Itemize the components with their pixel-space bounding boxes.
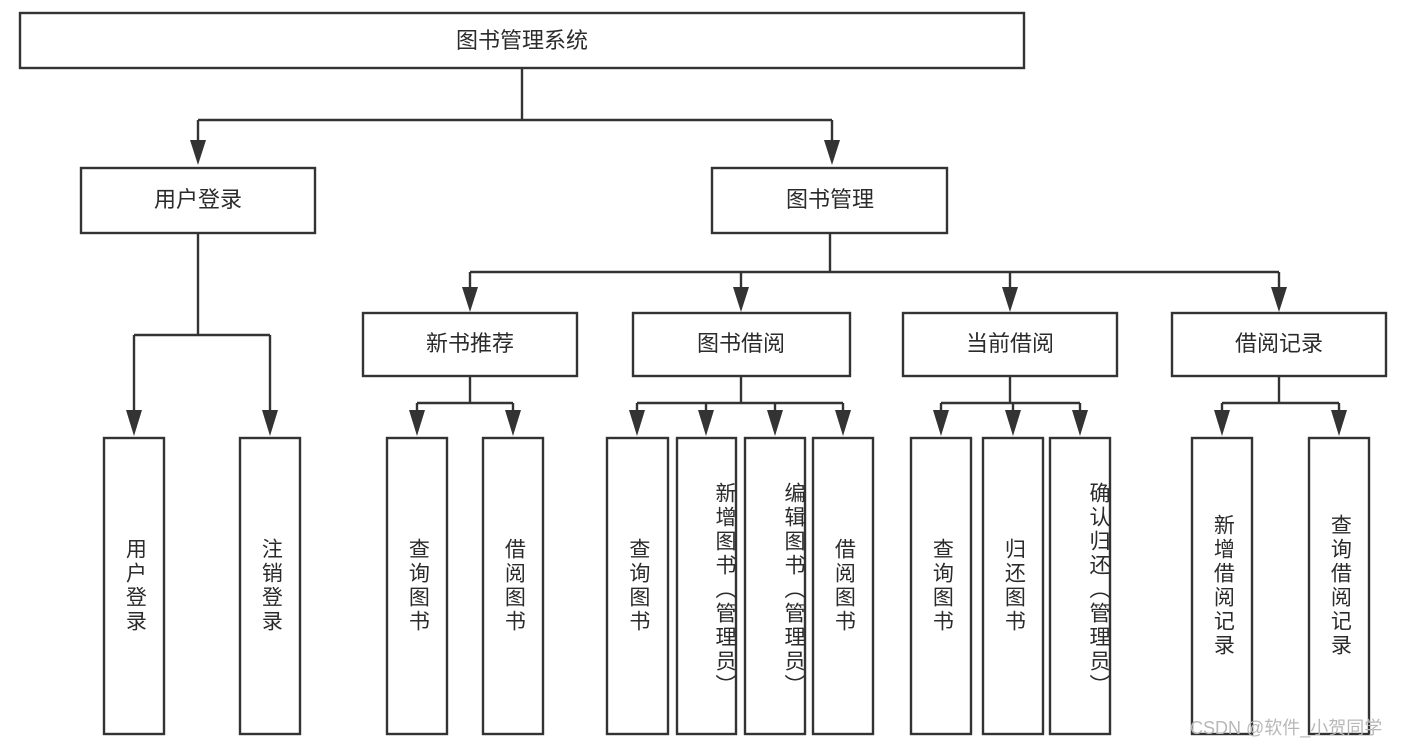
arrow-head-icon: [126, 410, 142, 436]
node-book-management-label: 图书管理: [786, 187, 874, 212]
connector-root-to-level2: [190, 68, 840, 165]
leaf-box-query-book-newbook[interactable]: [385, 436, 449, 736]
arrow-head-icon: [505, 410, 521, 436]
arrow-head-icon: [733, 287, 749, 312]
leaf-box-add-book-admin[interactable]: [675, 436, 738, 736]
arrow-head-icon: [824, 140, 840, 165]
arrow-head-icon: [1002, 287, 1018, 312]
arrow-head-icon: [629, 410, 645, 436]
leaf-boxes-group: [102, 436, 1371, 736]
node-current-borrow[interactable]: 当前借阅: [901, 311, 1119, 378]
leaf-box-query-book-current[interactable]: [909, 436, 973, 736]
leaf-box-confirm-return-admin[interactable]: [1048, 436, 1112, 736]
node-book-borrow-label: 图书借阅: [697, 331, 785, 356]
connector-bookborrow-to-leaves: [629, 376, 851, 436]
arrow-head-icon: [1331, 410, 1347, 436]
arrow-head-icon: [767, 410, 783, 436]
arrow-head-icon: [262, 410, 278, 436]
arrow-head-icon: [190, 140, 206, 165]
connector-currentborrow-to-leaves: [933, 376, 1088, 436]
arrow-head-icon: [835, 410, 851, 436]
node-book-management[interactable]: 图书管理: [710, 166, 949, 235]
node-current-borrow-box[interactable]: [901, 311, 1119, 378]
leaf-box-edit-book-admin[interactable]: [743, 436, 807, 736]
connector-userlogin-to-leaves: [126, 233, 278, 436]
arrow-head-icon: [933, 410, 949, 436]
connector-newbook-to-leaves: [409, 376, 521, 436]
leaf-box-user-login[interactable]: [102, 436, 166, 736]
leaf-box-return-book[interactable]: [981, 436, 1045, 736]
leaf-box-borrow-book[interactable]: [811, 436, 875, 736]
node-borrow-records[interactable]: 借阅记录: [1170, 311, 1388, 378]
node-book-borrow[interactable]: 图书借阅: [631, 311, 852, 378]
arrow-head-icon: [1072, 410, 1088, 436]
node-root-system[interactable]: 图书管理系统: [18, 11, 1026, 70]
arrow-head-icon: [1005, 410, 1021, 436]
node-root-system-label: 图书管理系统: [456, 28, 588, 53]
csdn-watermark: CSDN @软件_小贺同学: [1190, 718, 1383, 738]
leaf-box-query-book-borrow[interactable]: [605, 436, 670, 736]
arrow-head-icon: [1214, 410, 1230, 436]
connector-bookmgmt-to-level3: [462, 233, 1287, 312]
node-current-borrow-label: 当前借阅: [966, 331, 1054, 356]
leaf-box-add-borrow-record[interactable]: [1190, 436, 1254, 736]
node-new-book-recommend-box[interactable]: [361, 311, 579, 378]
node-root-system-box[interactable]: [18, 11, 1026, 70]
node-user-login-label: 用户登录: [154, 187, 242, 212]
leaf-box-query-borrow-record[interactable]: [1307, 436, 1371, 736]
connector-borrowrecords-to-leaves: [1214, 376, 1347, 436]
arrow-head-icon: [462, 287, 478, 312]
node-user-login[interactable]: 用户登录: [79, 166, 317, 235]
leaf-box-borrow-book-newbook[interactable]: [481, 436, 545, 736]
node-borrow-records-label: 借阅记录: [1235, 331, 1323, 356]
leaf-box-logout[interactable]: [238, 436, 302, 736]
arrow-head-icon: [409, 410, 425, 436]
node-user-login-box[interactable]: [79, 166, 317, 235]
node-new-book-recommend-label: 新书推荐: [426, 331, 514, 356]
arrow-head-icon: [698, 410, 714, 436]
arrow-head-icon: [1271, 287, 1287, 312]
node-new-book-recommend[interactable]: 新书推荐: [361, 311, 579, 378]
